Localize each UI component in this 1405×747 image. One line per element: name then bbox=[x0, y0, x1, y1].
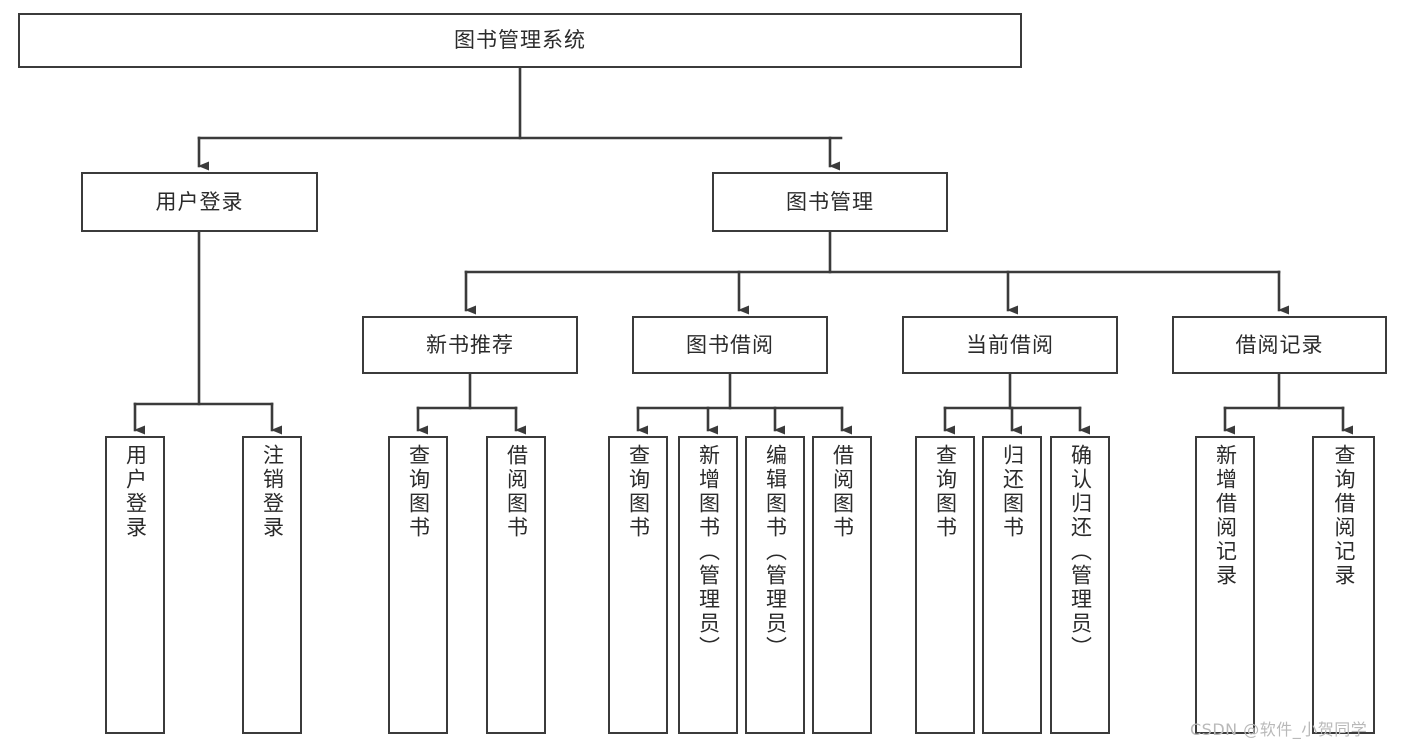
node-user-login[interactable]: 用户登录 bbox=[81, 172, 318, 232]
node-leaf-query-book-borrow-label: 查询图书 bbox=[626, 444, 651, 540]
node-leaf-query-record[interactable]: 查询借阅记录 bbox=[1312, 436, 1375, 734]
node-leaf-return-book[interactable]: 归还图书 bbox=[982, 436, 1042, 734]
node-leaf-add-book-label: 新增图书（管理员） bbox=[696, 444, 721, 660]
node-leaf-query-book-cur-label: 查询图书 bbox=[933, 444, 958, 540]
node-root[interactable]: 图书管理系统 bbox=[18, 13, 1022, 68]
node-new-book-rec-label: 新书推荐 bbox=[426, 332, 514, 357]
node-leaf-borrow-book-label: 借阅图书 bbox=[830, 444, 855, 540]
node-leaf-user-login[interactable]: 用户登录 bbox=[105, 436, 165, 734]
node-leaf-borrow-book-rec[interactable]: 借阅图书 bbox=[486, 436, 546, 734]
node-book-borrow[interactable]: 图书借阅 bbox=[632, 316, 828, 374]
node-leaf-query-book-borrow[interactable]: 查询图书 bbox=[608, 436, 668, 734]
node-user-login-label: 用户登录 bbox=[155, 189, 244, 214]
node-leaf-user-login-label: 用户登录 bbox=[123, 444, 148, 540]
node-book-manage-label: 图书管理 bbox=[786, 189, 874, 214]
node-leaf-add-record-label: 新增借阅记录 bbox=[1213, 444, 1238, 588]
node-root-label: 图书管理系统 bbox=[454, 28, 586, 53]
node-book-manage[interactable]: 图书管理 bbox=[712, 172, 948, 232]
node-leaf-query-book-cur[interactable]: 查询图书 bbox=[915, 436, 975, 734]
node-new-book-rec[interactable]: 新书推荐 bbox=[362, 316, 578, 374]
node-leaf-borrow-book[interactable]: 借阅图书 bbox=[812, 436, 872, 734]
watermark: CSDN @软件_小贺同学 bbox=[1190, 720, 1368, 739]
node-leaf-borrow-book-rec-label: 借阅图书 bbox=[504, 444, 529, 540]
node-current-borrow-label: 当前借阅 bbox=[966, 332, 1054, 357]
node-current-borrow[interactable]: 当前借阅 bbox=[902, 316, 1118, 374]
node-leaf-add-record[interactable]: 新增借阅记录 bbox=[1195, 436, 1255, 734]
node-leaf-query-book-rec[interactable]: 查询图书 bbox=[388, 436, 448, 734]
node-leaf-confirm-return-label: 确认归还（管理员） bbox=[1068, 444, 1093, 660]
node-borrow-record-label: 借阅记录 bbox=[1235, 332, 1324, 357]
node-leaf-return-book-label: 归还图书 bbox=[1000, 444, 1025, 540]
node-leaf-logout-label: 注销登录 bbox=[260, 444, 285, 540]
node-leaf-add-book[interactable]: 新增图书（管理员） bbox=[678, 436, 738, 734]
node-leaf-query-book-rec-label: 查询图书 bbox=[406, 444, 431, 540]
node-leaf-query-record-label: 查询借阅记录 bbox=[1332, 444, 1356, 588]
node-book-borrow-label: 图书借阅 bbox=[686, 332, 774, 357]
node-borrow-record[interactable]: 借阅记录 bbox=[1172, 316, 1387, 374]
node-leaf-edit-book[interactable]: 编辑图书（管理员） bbox=[745, 436, 805, 734]
node-leaf-confirm-return[interactable]: 确认归还（管理员） bbox=[1050, 436, 1110, 734]
node-leaf-edit-book-label: 编辑图书（管理员） bbox=[763, 444, 788, 660]
node-leaf-logout[interactable]: 注销登录 bbox=[242, 436, 302, 734]
